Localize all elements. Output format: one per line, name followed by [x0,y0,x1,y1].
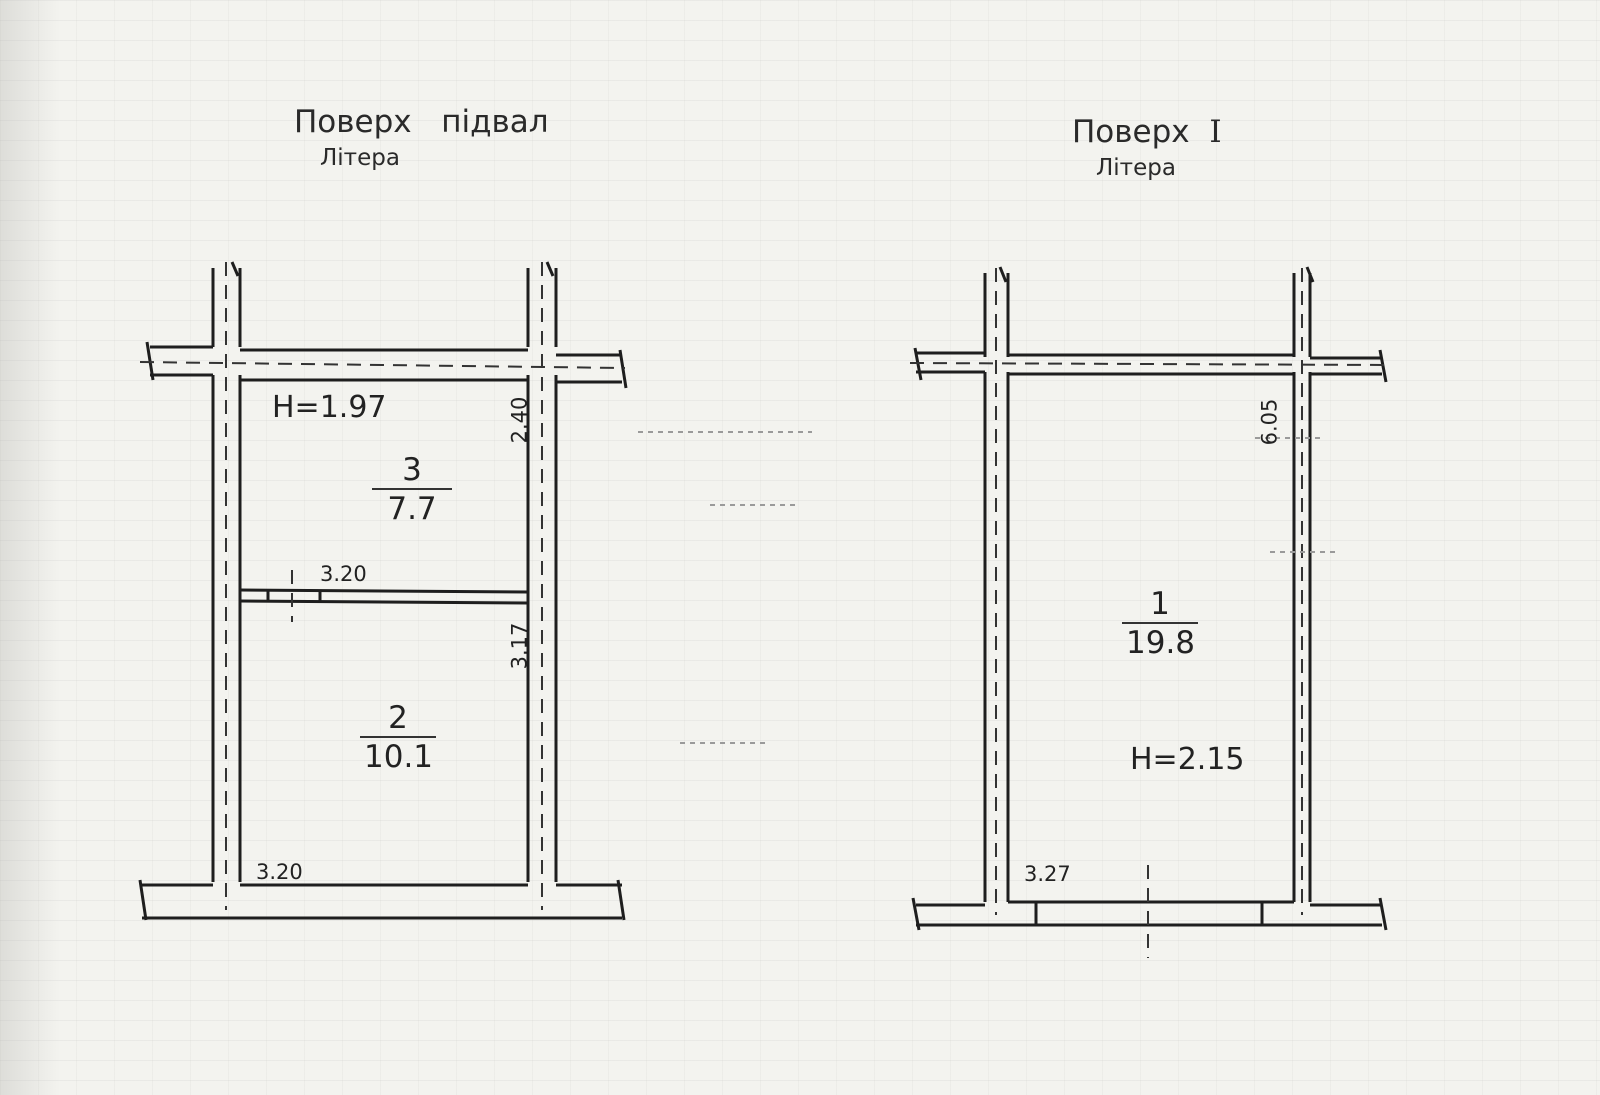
dimension-3-27: 3.27 [1024,862,1071,886]
basement-height-label: H=1.97 [272,390,387,425]
room-area: 10.1 [360,736,436,776]
room-number: 2 [388,700,408,736]
floor1-title: Поверх I [1072,114,1222,150]
basement-litera: Літера [320,145,400,171]
room-area: 19.8 [1122,622,1198,662]
basement-plan-walls [138,261,628,921]
dimension-2-40: 2.40 [507,396,532,444]
floor1-height-label: H=2.15 [1130,742,1245,777]
room-2: 2 10.1 [360,700,436,776]
floor-word: Поверх [294,104,412,140]
floor-name: I [1209,114,1222,150]
dimension-3-17: 3.17 [507,622,532,670]
dimension-3-20-partition: 3.20 [320,562,367,586]
basement-floor-title: Поверх підвал [294,104,549,140]
room-number: 3 [402,452,422,488]
room-3: 3 7.7 [372,452,452,528]
room-area: 7.7 [372,488,452,528]
floor1-litera: Літера [1096,155,1176,181]
floor-name: підвал [441,104,549,140]
dimension-3-20-bottom: 3.20 [256,860,303,884]
room-1: 1 19.8 [1122,586,1198,662]
room-number: 1 [1150,586,1170,622]
floor-word: Поверх [1072,114,1190,150]
paper-shadow [0,0,60,1095]
dimension-6-05: 6.05 [1257,398,1282,446]
